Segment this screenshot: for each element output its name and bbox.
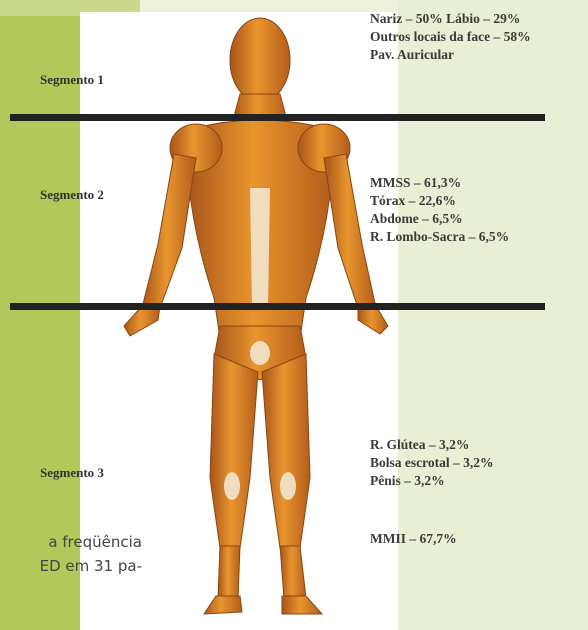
segment-2-line: MMSS – 61,3% — [370, 174, 509, 192]
segment-2-line: Abdome – 6,5% — [370, 210, 509, 228]
segment-1-line: Outros locais da face – 58% — [370, 28, 531, 46]
caption-fragment: a freqüência ED em 31 pa- — [0, 530, 142, 578]
segment-3-data: R. Glútea – 3,2% Bolsa escrotal – 3,2% P… — [370, 436, 494, 490]
segment-3-line: Bolsa escrotal – 3,2% — [370, 454, 494, 472]
segment-2-line: Tórax – 22,6% — [370, 192, 509, 210]
segment-divider-bottom — [10, 303, 545, 310]
segment-2-data: MMSS – 61,3% Tórax – 22,6% Abdome – 6,5%… — [370, 174, 509, 246]
segment-2-label: Segmento 2 — [40, 187, 104, 203]
segment-1-data: Nariz – 50% Lábio – 29% Outros locais da… — [370, 10, 531, 64]
segment-3-lower-limbs: MMII – 67,7% — [370, 530, 457, 548]
segment-2-line: R. Lombo-Sacra – 6,5% — [370, 228, 509, 246]
human-muscular-figure-icon — [100, 8, 390, 630]
caption-line: a freqüência — [0, 530, 142, 554]
segment-3-line: Pênis – 3,2% — [370, 472, 494, 490]
segment-3-line: R. Glútea – 3,2% — [370, 436, 494, 454]
segment-1-line: Pav. Auricular — [370, 46, 531, 64]
segment-1-label: Segmento 1 — [40, 72, 104, 88]
caption-line: ED em 31 pa- — [0, 554, 142, 578]
segment-divider-top — [10, 114, 545, 121]
segment-1-line: Nariz – 50% Lábio – 29% — [370, 10, 531, 28]
segment-3-label: Segmento 3 — [40, 465, 104, 481]
